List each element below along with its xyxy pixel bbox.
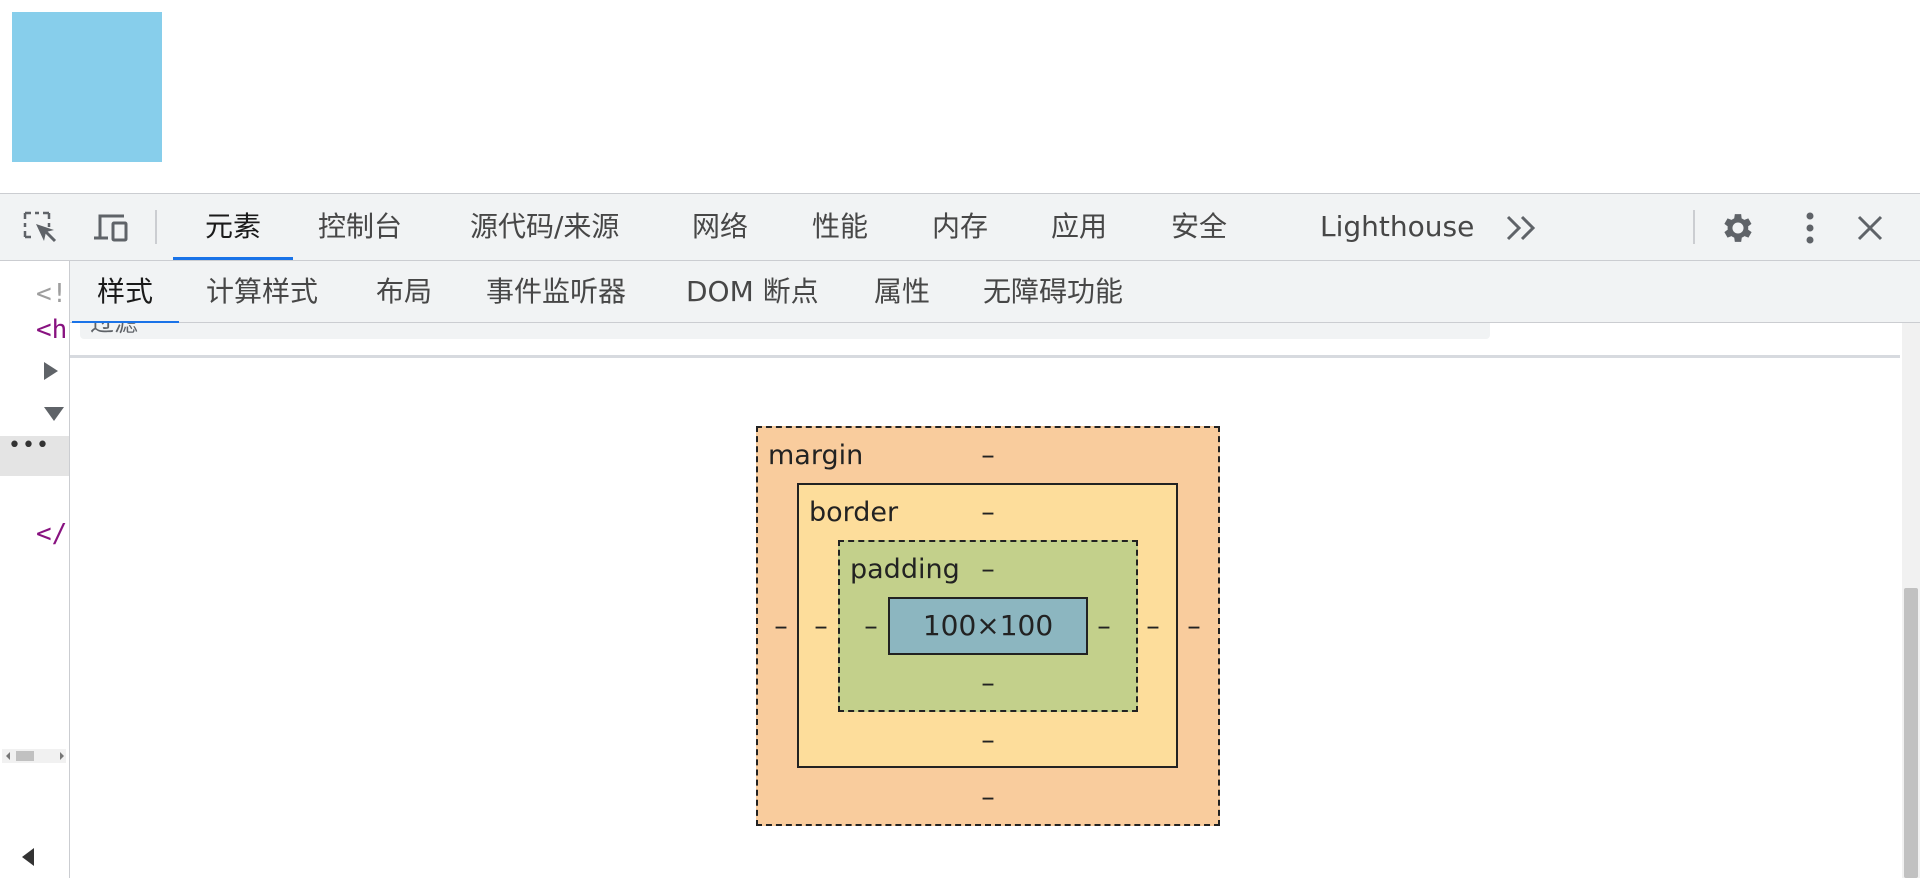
tab-memory[interactable]: 内存 [932, 210, 989, 243]
margin-top-value[interactable]: – [981, 440, 995, 471]
subtab-accessibility[interactable]: 无障碍功能 [983, 275, 1124, 308]
subtab-computed[interactable]: 计算样式 [206, 275, 319, 308]
subtab-dom-breakpoints[interactable]: DOM 断点 [686, 275, 819, 308]
toolbar-separator [1693, 210, 1695, 244]
selected-node-row[interactable] [0, 436, 69, 476]
margin-right-value[interactable]: – [1187, 611, 1201, 642]
subtab-styles[interactable]: 样式 [71, 261, 180, 324]
margin-label: margin [768, 440, 864, 471]
toolbar-separator [155, 210, 157, 244]
blue-square-element[interactable] [12, 12, 162, 162]
node-actions-icon[interactable]: ••• [8, 433, 50, 458]
box-model-content[interactable] [888, 597, 1088, 655]
border-left-value[interactable]: – [814, 611, 828, 642]
tab-elements[interactable]: 元素 [173, 194, 293, 260]
elements-tree-panel: <! <h ••• </ [0, 261, 70, 878]
horizontal-scrollbar[interactable] [0, 746, 70, 766]
border-bottom-value[interactable]: – [981, 725, 995, 756]
dom-html-close-line[interactable]: </ [36, 519, 68, 549]
tab-application[interactable]: 应用 [1051, 210, 1108, 243]
border-right-value[interactable]: – [1146, 611, 1160, 642]
styles-filter-row: 过滤 [70, 323, 1910, 349]
tab-network[interactable]: 网络 [692, 210, 749, 243]
tab-sources[interactable]: 源代码/来源 [470, 210, 620, 243]
border-top-value[interactable]: – [981, 497, 995, 528]
kebab-menu-icon[interactable] [1790, 208, 1830, 248]
filter-placeholder: 过滤 [90, 323, 138, 337]
padding-left-value[interactable]: – [864, 611, 878, 642]
devtools-main-toolbar: 元素 控制台 源代码/来源 网络 性能 内存 应用 安全 Lighthouse [0, 193, 1920, 261]
vertical-scrollbar-thumb[interactable] [1904, 588, 1918, 878]
tab-console[interactable]: 控制台 [318, 210, 403, 243]
dom-doctype-line[interactable]: <! [36, 279, 68, 309]
tab-security[interactable]: 安全 [1171, 210, 1228, 243]
content-size-value[interactable]: 100×100 [922, 609, 1054, 642]
inspect-element-icon[interactable] [20, 208, 60, 248]
styles-sub-toolbar: 样式 计算样式 布局 事件监听器 DOM 断点 属性 无障碍功能 [70, 261, 1920, 324]
inspected-page [0, 0, 1920, 193]
padding-label: padding [850, 554, 960, 585]
filter-input[interactable] [80, 323, 1490, 339]
dom-html-line[interactable]: <h [36, 315, 68, 345]
padding-top-value[interactable]: – [981, 554, 995, 585]
subtab-properties[interactable]: 属性 [874, 275, 931, 308]
expand-arrow-icon[interactable] [44, 362, 58, 380]
tab-lighthouse[interactable]: Lighthouse [1320, 210, 1475, 243]
toggle-sidebar-arrow-icon[interactable] [22, 848, 34, 866]
margin-bottom-value[interactable]: – [981, 782, 995, 813]
border-label: border [809, 497, 899, 528]
subtab-event-listeners[interactable]: 事件监听器 [486, 275, 627, 308]
settings-gear-icon[interactable] [1718, 208, 1758, 248]
padding-right-value[interactable]: – [1097, 611, 1111, 642]
subtab-layout[interactable]: 布局 [376, 275, 433, 308]
tab-performance[interactable]: 性能 [812, 210, 869, 243]
collapse-arrow-icon[interactable] [44, 407, 64, 421]
close-icon[interactable] [1850, 208, 1890, 248]
more-tabs-icon[interactable] [1500, 208, 1544, 248]
padding-bottom-value[interactable]: – [981, 668, 995, 699]
device-toolbar-icon[interactable] [91, 208, 131, 248]
filter-divider [70, 355, 1900, 358]
margin-left-value[interactable]: – [774, 611, 788, 642]
